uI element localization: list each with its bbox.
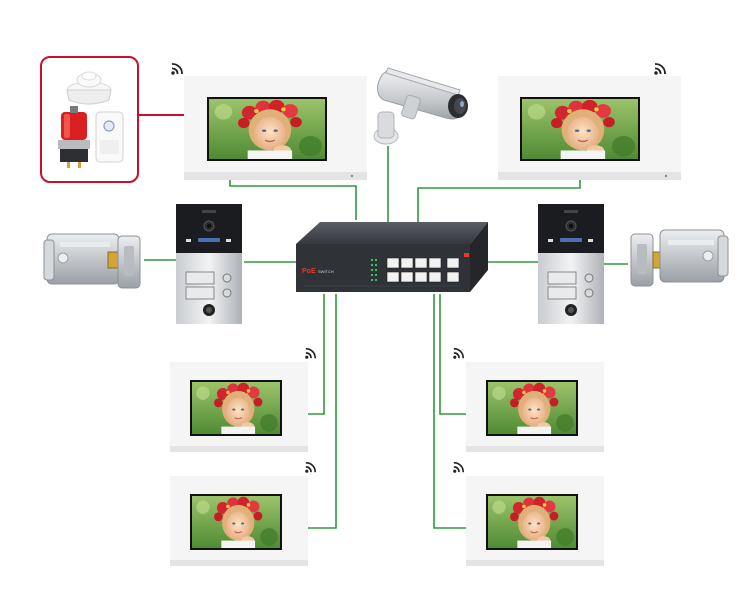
bullet-ip-camera (374, 68, 468, 144)
monitor-bottom-left (170, 476, 308, 566)
door-station-left (176, 204, 242, 324)
electric-lock-right (631, 230, 728, 286)
monitor-mid-left (170, 362, 308, 452)
wire-monitor-bottom-right (434, 294, 466, 528)
wire-monitor-bottom-left (308, 294, 336, 528)
door-sensor (96, 112, 123, 162)
switch-model: SWITCH (318, 269, 334, 274)
wifi-signal-icon (171, 64, 182, 75)
wire-monitor-top-left (230, 178, 356, 220)
alarm-siren-light (58, 106, 90, 168)
switch-brand: PoE (302, 268, 316, 275)
wifi-signal-icon (654, 64, 665, 75)
wifi-signal-icon (453, 349, 463, 359)
monitor-bottom-right (466, 476, 604, 566)
monitor-mid-right (466, 362, 604, 452)
wifi-signal-icon (305, 463, 315, 473)
wifi-signal-icon (453, 463, 463, 473)
wires (144, 146, 628, 528)
wifi-signal-icon (305, 349, 315, 359)
door-station-right (538, 204, 604, 324)
monitor-top-right (498, 76, 681, 180)
monitor-top-left (184, 76, 367, 180)
electric-lock-left (44, 234, 140, 288)
poe-switch: PoE SWITCH (296, 222, 488, 292)
alarm-sensor-group (41, 57, 138, 182)
